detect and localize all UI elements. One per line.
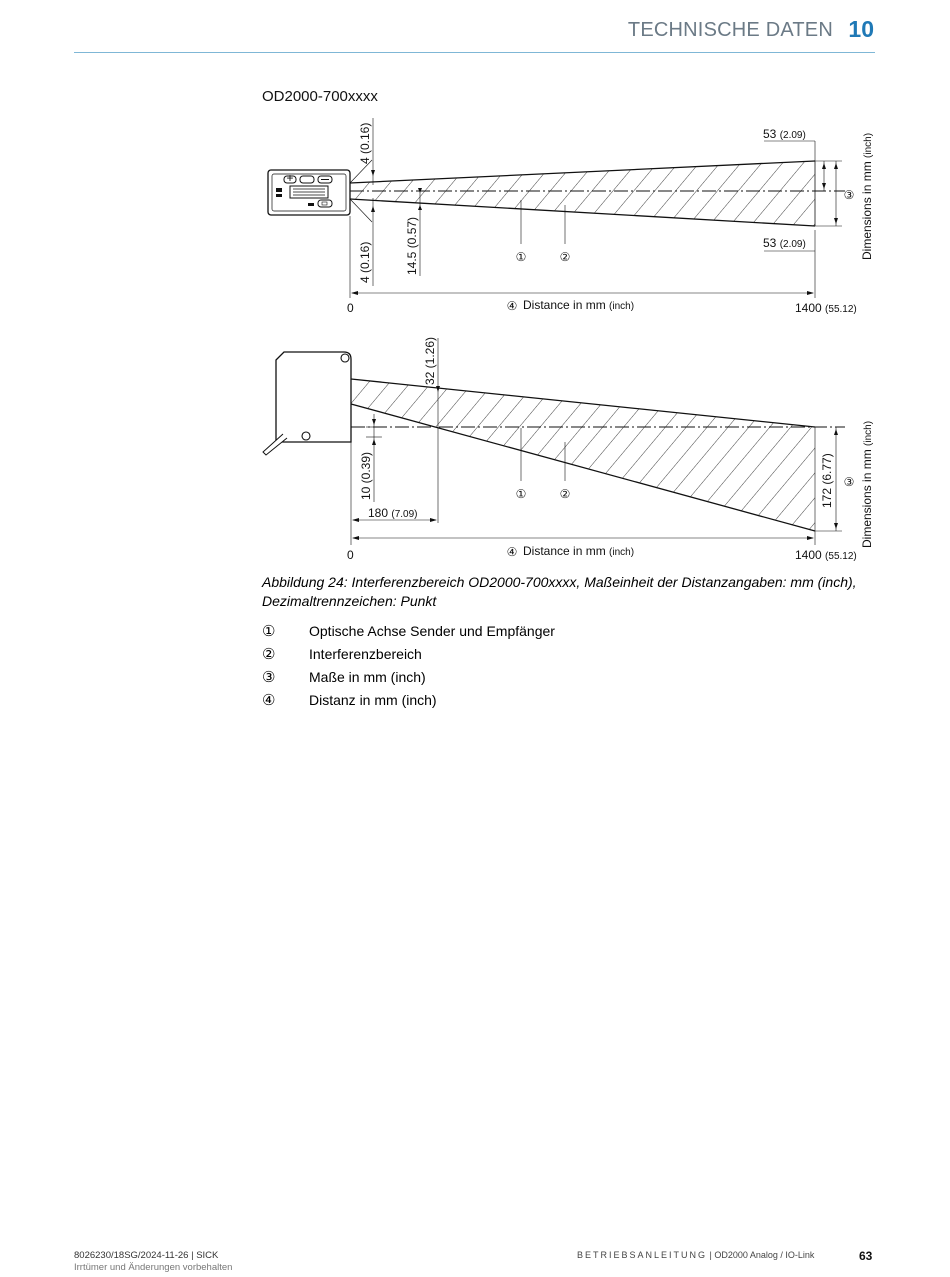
chapter-number: 10 xyxy=(848,16,874,42)
dim-53-top: 53 (2.09) xyxy=(763,127,806,141)
dim-32: 32 (1.26) xyxy=(423,337,437,385)
axis-end-top: 1400 (55.12) xyxy=(795,301,857,315)
dim-4-top: 4 (0.16) xyxy=(358,123,372,164)
marker-1-top: ① xyxy=(516,250,527,264)
marker-4-top: ④ xyxy=(507,299,518,313)
marker-4-bottom: ④ xyxy=(507,545,518,559)
marker-3-bottom: ③ xyxy=(844,475,855,489)
marker-1-bottom: ① xyxy=(516,487,527,501)
marker-3-top: ③ xyxy=(844,188,855,202)
legend-item: ④ Distanz in mm (inch) xyxy=(262,688,862,711)
footer-left: 8026230/18SG/2024-11-26 | SICK Irrtümer … xyxy=(74,1250,232,1274)
legend-number: ② xyxy=(262,645,276,663)
legend-item: ③ Maße in mm (inch) xyxy=(262,665,862,688)
legend-number: ③ xyxy=(262,668,276,686)
figure-legend: ① Optische Achse Sender und Empfänger ② … xyxy=(262,619,862,711)
dim-172: 172 (6.77) xyxy=(820,453,834,508)
dim-14-5: 14.5 (0.57) xyxy=(405,217,419,275)
footer-manual: BETRIEBSANLEITUNG | OD2000 Analog / IO-L… xyxy=(577,1250,814,1260)
legend-number: ④ xyxy=(262,691,276,709)
sensor-front-view: + xyxy=(267,169,351,216)
dim-4-bottom: 4 (0.16) xyxy=(358,242,372,283)
dim-10: 10 (0.39) xyxy=(359,452,373,500)
dim-180: 180 (7.09) xyxy=(368,506,418,520)
legend-item: ② Interferenzbereich xyxy=(262,642,862,665)
header-rule xyxy=(74,52,875,53)
legend-text: Maße in mm (inch) xyxy=(309,668,426,685)
axis-zero-top: 0 xyxy=(347,301,354,315)
legend-number: ① xyxy=(262,622,276,640)
svg-text:+: + xyxy=(286,171,293,185)
legend-text: Optische Achse Sender und Empfänger xyxy=(309,622,555,639)
footer-disclaimer: Irrtümer und Änderungen vorbehalten xyxy=(74,1262,233,1273)
marker-2-bottom: ② xyxy=(560,487,571,501)
axis-zero-bottom: 0 xyxy=(347,548,354,562)
distance-label-top: Distance in mm (inch) xyxy=(523,298,634,312)
legend-item: ① Optische Achse Sender und Empfänger xyxy=(262,619,862,642)
dimensions-label-bottom: Dimensions in mm (inch) xyxy=(860,421,874,548)
figure-heading: OD2000-700xxxx xyxy=(262,88,378,105)
axis-end-bottom: 1400 (55.12) xyxy=(795,548,857,562)
footer-manual-type: BETRIEBSANLEITUNG xyxy=(577,1250,708,1260)
sensor-side-view xyxy=(262,351,352,456)
footer-product: | OD2000 Analog / IO-Link xyxy=(707,1250,815,1260)
marker-2-top: ② xyxy=(560,250,571,264)
distance-label-bottom: Distance in mm (inch) xyxy=(523,544,634,558)
page-number: 63 xyxy=(859,1249,873,1263)
dim-53-bottom: 53 (2.09) xyxy=(763,236,806,250)
footer-doc-number: 8026230/18SG/2024-11-26 | SICK xyxy=(74,1250,219,1261)
dimensions-label-top: Dimensions in mm (inch) xyxy=(860,133,874,260)
bottom-diagram: 32 (1.26) 10 (0.39) 180 (7.09) 172 (6.77… xyxy=(262,337,874,562)
legend-text: Distanz in mm (inch) xyxy=(309,691,437,708)
legend-text: Interferenzbereich xyxy=(309,645,422,662)
figure-caption: Abbildung 24: Interferenzbereich OD2000-… xyxy=(262,574,857,609)
interference-drawing: + 4 (0.16) 4 (0.16) xyxy=(262,118,874,562)
section-title: TECHNISCHE DATEN xyxy=(627,19,833,41)
page-header: TECHNISCHE DATEN 10 xyxy=(0,0,950,60)
top-diagram: + 4 (0.16) 4 (0.16) xyxy=(267,118,874,315)
